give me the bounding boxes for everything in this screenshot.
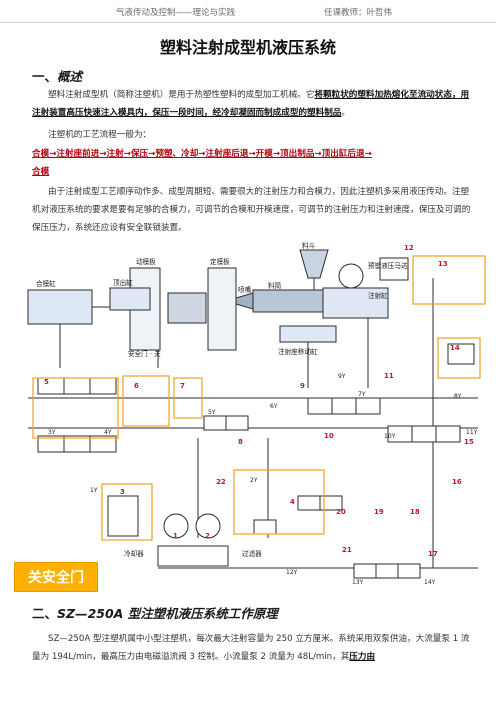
sol-2y: 2Y: [250, 477, 258, 484]
header-teacher: 任课教师：叶哲伟: [324, 8, 393, 18]
sol-3y: 3Y: [48, 429, 56, 436]
label-hopper: 料斗: [302, 241, 316, 250]
fixed-platen-shape: [207, 267, 237, 351]
section2-para: SZ—250A 型注塑机属中小型注塑机，每次最大注射容量为 250 立方厘米。系…: [32, 634, 470, 662]
clamp-cylinder-shape: [27, 289, 93, 325]
process-flow: 合模→注射座前进→注射→保压→预塑、冷却→注射座后退→开模→顶出制品→顶出缸后退…: [32, 149, 372, 177]
sol-12y: 12Y: [286, 569, 298, 576]
num-16: 16: [452, 478, 462, 486]
label-clamp-cylinder: 合模缸: [36, 279, 56, 288]
label-safety-door: 安全门 · 关: [128, 349, 161, 358]
sol-5y: 5Y: [208, 409, 216, 416]
num-20: 20: [336, 508, 346, 516]
sol-1y: 1Y: [90, 487, 98, 494]
num-22: 22: [216, 478, 226, 486]
sol-6y: 6Y: [270, 403, 278, 410]
num-21: 21: [342, 546, 352, 554]
num-8: 8: [238, 438, 243, 446]
section1-para1: 塑料注射成型机（简称注塑机）是用于热塑性塑料的成型加工机械。它将颗粒状的塑料加热…: [32, 90, 470, 118]
page-header: 气液传动及控制——理论与实践 任课教师：叶哲伟: [0, 0, 496, 23]
num-7: 7: [180, 382, 185, 390]
num-13: 13: [438, 260, 448, 268]
num-15: 15: [464, 438, 474, 446]
label-barrel: 料筒: [268, 281, 282, 290]
section2-heading: 二、SZ—250A 型注塑机液压系统工作原理: [32, 606, 278, 621]
num-17: 17: [428, 550, 438, 558]
sol-14y: 14Y: [424, 579, 436, 586]
num-5: 5: [44, 378, 49, 386]
pump-1-shape: [163, 513, 189, 539]
num-4: 4: [290, 498, 295, 506]
header-course: 气液传动及控制——理论与实践: [116, 8, 236, 18]
label-moving-platen: 动模板: [136, 257, 156, 266]
num-1: 1: [173, 532, 178, 540]
label-injection-seat-cylinder: 注射座移动缸: [278, 347, 318, 356]
page-title: 塑料注射成型机液压系统: [159, 38, 336, 57]
safety-door-banner: 关安全门: [14, 562, 98, 592]
section1-para2: 注塑机的工艺流程一般为：: [48, 130, 152, 140]
label-filter: 过滤器: [242, 549, 262, 558]
label-cooler: 冷却器: [124, 549, 144, 558]
num-6: 6: [134, 382, 139, 390]
num-18: 18: [410, 508, 420, 516]
label-ejector-cylinder: 顶出缸: [113, 278, 133, 287]
sol-9y: 9Y: [338, 373, 346, 380]
hydraulic-motor-shape: [338, 263, 364, 289]
num-10: 10: [324, 432, 334, 440]
sol-4y: 4Y: [104, 429, 112, 436]
num-11: 11: [384, 372, 394, 380]
label-injection-cylinder: 注射缸: [368, 291, 388, 300]
sol-11y: 11Y: [466, 429, 478, 436]
label-fixed-platen: 定模板: [210, 257, 230, 266]
section1-heading: 一、概述: [32, 69, 83, 84]
num-14: 14: [450, 344, 460, 352]
num-9: 9: [300, 382, 305, 390]
barrel-shape: [252, 289, 324, 313]
ejector-cylinder-shape: [109, 287, 151, 311]
label-nozzle: 喷嘴: [238, 285, 252, 294]
hydraulic-schematic: 合模缸 动模板 定模板 顶出缸 料斗 喷嘴 料筒 注射缸 注射座移动缸 预塑液压…: [27, 241, 486, 586]
label-hydraulic-motor: 预塑液压马达: [368, 261, 408, 270]
num-2: 2: [205, 532, 210, 540]
num-19: 19: [374, 508, 384, 516]
sol-10y: 10Y: [384, 433, 396, 440]
sol-7y: 7Y: [358, 391, 366, 398]
num-12: 12: [404, 244, 414, 252]
sol-13y: 13Y: [352, 579, 364, 586]
pump-2-shape: [195, 513, 221, 539]
injection-cylinder-shape: [322, 287, 389, 319]
num-3: 3: [120, 488, 125, 496]
section1-para3: 由于注射成型工艺顺序动作多、成型周期短、需要很大的注射压力和合模力，因此注塑机多…: [32, 187, 471, 233]
sol-8y: 8Y: [454, 393, 462, 400]
